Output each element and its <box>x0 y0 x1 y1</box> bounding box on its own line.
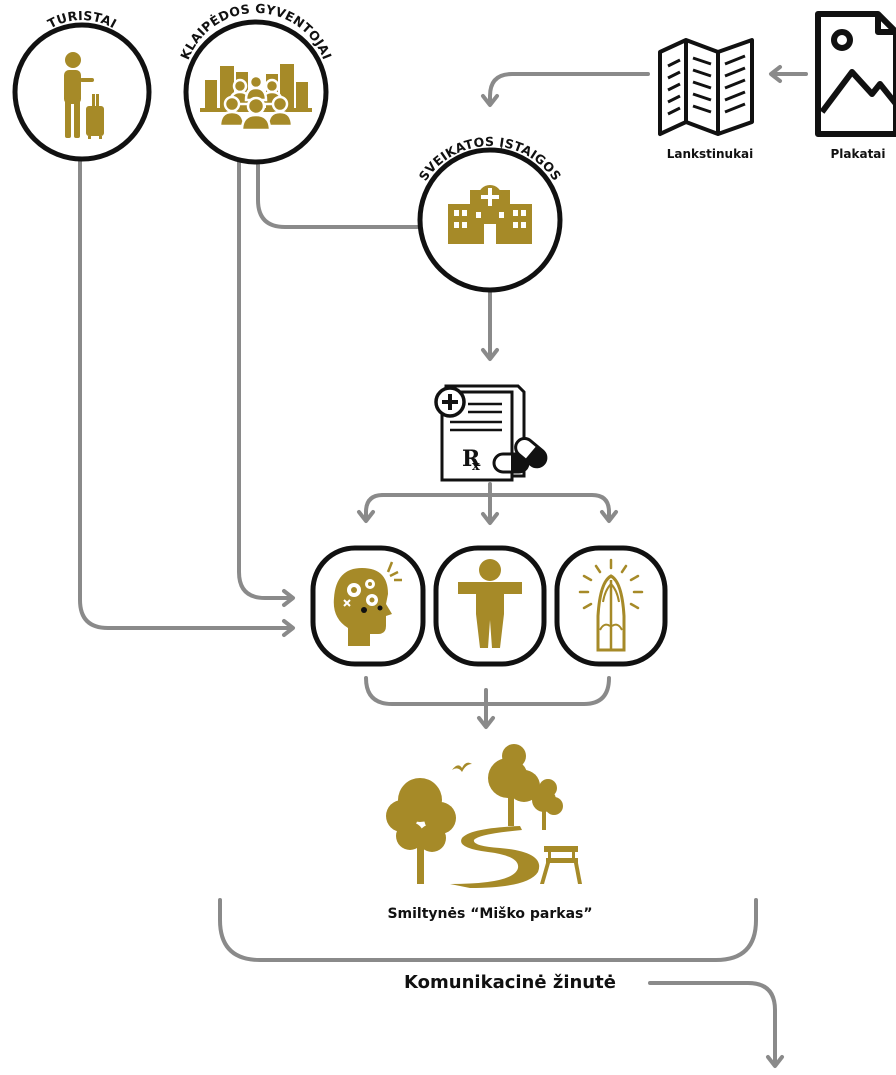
rx-symbol: R <box>462 446 481 472</box>
benefit-spiritual <box>554 545 668 667</box>
turistai-label: TURISTAI <box>45 8 119 31</box>
rx-symbol-x: x <box>472 459 480 474</box>
capsule-pills <box>492 437 548 474</box>
tourist-luggage-icon <box>64 52 104 139</box>
forest-park-icon <box>386 744 582 888</box>
mental-health-head-icon <box>333 561 402 646</box>
node-turistai: TURISTAI <box>12 8 152 162</box>
leaflet-icon <box>658 38 754 136</box>
lankstinukai-label: Lankstinukai <box>666 147 754 161</box>
spiritual-praying-hands-icon <box>578 558 644 652</box>
node-gyventojai: KLAIPĖDOS GYVENTOJAI <box>177 1 335 165</box>
node-istaigos: SVEIKATOS ĮSTAIGOS <box>416 134 564 293</box>
hospital-icon <box>448 185 532 244</box>
benefit-mental <box>310 545 426 667</box>
message-label: Komunikacinė žinutė <box>404 972 616 993</box>
residents-city-icon <box>200 64 312 132</box>
plakatai-label: Plakatai <box>830 147 886 161</box>
poster-image-icon <box>815 11 896 137</box>
physical-body-icon <box>458 559 522 648</box>
connector-lines <box>78 65 808 1068</box>
park-label: Smiltynės “Miško parkas” <box>387 906 593 922</box>
prescription-icon: R x <box>434 384 548 482</box>
benefit-physical <box>433 545 547 667</box>
